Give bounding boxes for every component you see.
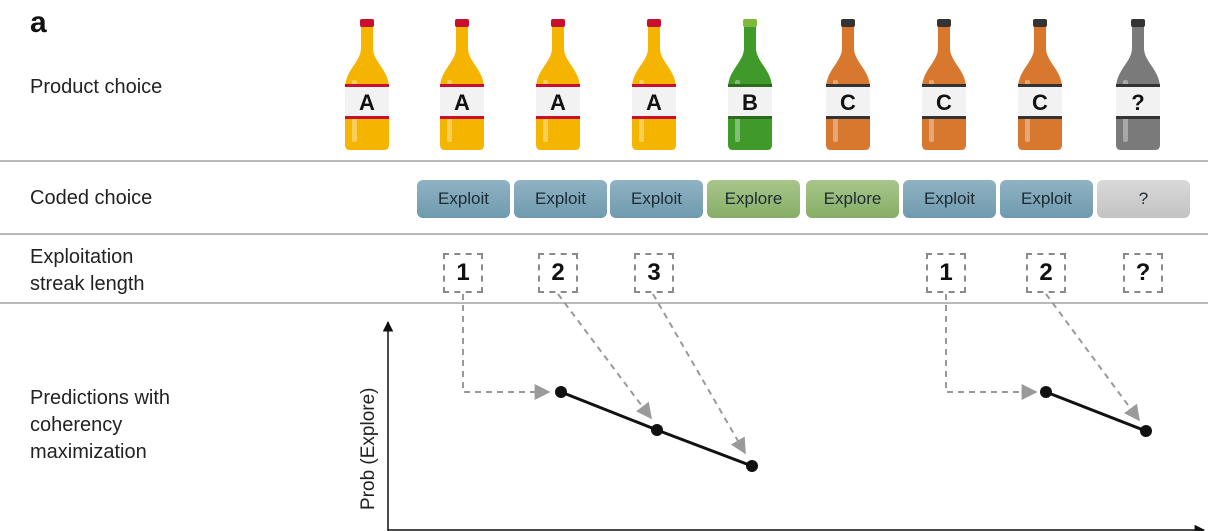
bottle-letter: B (742, 90, 758, 115)
prediction-point (1140, 425, 1152, 437)
bottle-letter: A (359, 90, 375, 115)
coded-choice-chip: Exploit (610, 180, 703, 218)
bottle-5: B (728, 19, 772, 150)
coded-choice-chip: Explore (707, 180, 800, 218)
streak-box: 3 (634, 253, 674, 293)
arrow-streak-1b (945, 294, 1038, 400)
divider-3 (0, 302, 1208, 304)
bottle-6: C (826, 19, 870, 150)
prediction-segment-2 (656, 428, 753, 468)
bottle-label (632, 87, 676, 116)
streak-box: 1 (443, 253, 483, 293)
row-label-coded-choice: Coded choice (30, 187, 153, 209)
coded-choice-chip: Exploit (514, 180, 607, 218)
product-bottles: A A A A B C C C? (345, 19, 1160, 150)
bottle-cap (551, 19, 565, 27)
row-label-streak-2: streak length (30, 273, 145, 295)
row-label-streak-1: Exploitation (30, 246, 134, 268)
bottle-7: C (922, 19, 966, 150)
divider-2 (0, 233, 1208, 235)
bottle-label (1116, 87, 1160, 116)
coded-choice-chip: Exploit (1000, 180, 1093, 218)
bottle-4: A (632, 19, 676, 150)
bottle-letter: C (936, 90, 952, 115)
prediction-point (555, 386, 567, 398)
bottle-letter: C (840, 90, 856, 115)
bottle-cap (937, 19, 951, 27)
bottle-cap (647, 19, 661, 27)
streak-box: ? (1123, 253, 1163, 293)
bottle-cap (1033, 19, 1047, 27)
bottle-3: A (536, 19, 580, 150)
bottle-1: A (345, 19, 389, 150)
prediction-segment-3 (1045, 390, 1147, 433)
coded-choice-chip: Explore (806, 180, 899, 218)
bottle-2: A (440, 19, 484, 150)
divider-1 (0, 160, 1208, 162)
prediction-point (1040, 386, 1052, 398)
arrow-streak-2b (1045, 293, 1140, 422)
bottle-label (345, 87, 389, 116)
prediction-segment-1 (560, 390, 658, 432)
arrow-streak-3a (652, 293, 746, 455)
bottle-letter: C (1032, 90, 1048, 115)
panel-letter: a (30, 6, 47, 39)
bottle-letter: A (454, 90, 470, 115)
streak-box: 2 (1026, 253, 1066, 293)
prediction-point (651, 424, 663, 436)
streak-box: 2 (538, 253, 578, 293)
bottle-label (728, 87, 772, 116)
y-axis-label: Prob (Explore) (358, 388, 379, 511)
arrow-streak-2a (557, 293, 652, 420)
bottle-cap (743, 19, 757, 27)
bottle-label (922, 87, 966, 116)
streak-box: 1 (926, 253, 966, 293)
prediction-points (555, 386, 1152, 472)
bottle-letter: A (550, 90, 566, 115)
arrow-streak-1a (462, 294, 551, 400)
row-label-product-choice: Product choice (30, 76, 163, 98)
prediction-point (746, 460, 758, 472)
bottle-9: ? (1116, 19, 1160, 150)
bottle-cap (360, 19, 374, 27)
row-label-pred-1: Predictions with (30, 387, 171, 409)
bottle-8: C (1018, 19, 1062, 150)
bottle-label (440, 87, 484, 116)
streak-arrows (462, 293, 1140, 455)
row-label-pred-3: maximization (30, 441, 147, 463)
bottle-label (536, 87, 580, 116)
bottle-label (826, 87, 870, 116)
bottle-cap (841, 19, 855, 27)
bottle-cap (455, 19, 469, 27)
bottle-cap (1131, 19, 1145, 27)
prediction-lines (560, 390, 1147, 468)
coded-choice-chip: ? (1097, 180, 1190, 218)
coded-choice-chip: Exploit (903, 180, 996, 218)
bottle-letter: ? (1131, 90, 1144, 115)
row-label-pred-2: coherency (30, 414, 123, 436)
bottle-letter: A (646, 90, 662, 115)
bottle-label (1018, 87, 1062, 116)
coded-choice-chip: Exploit (417, 180, 510, 218)
